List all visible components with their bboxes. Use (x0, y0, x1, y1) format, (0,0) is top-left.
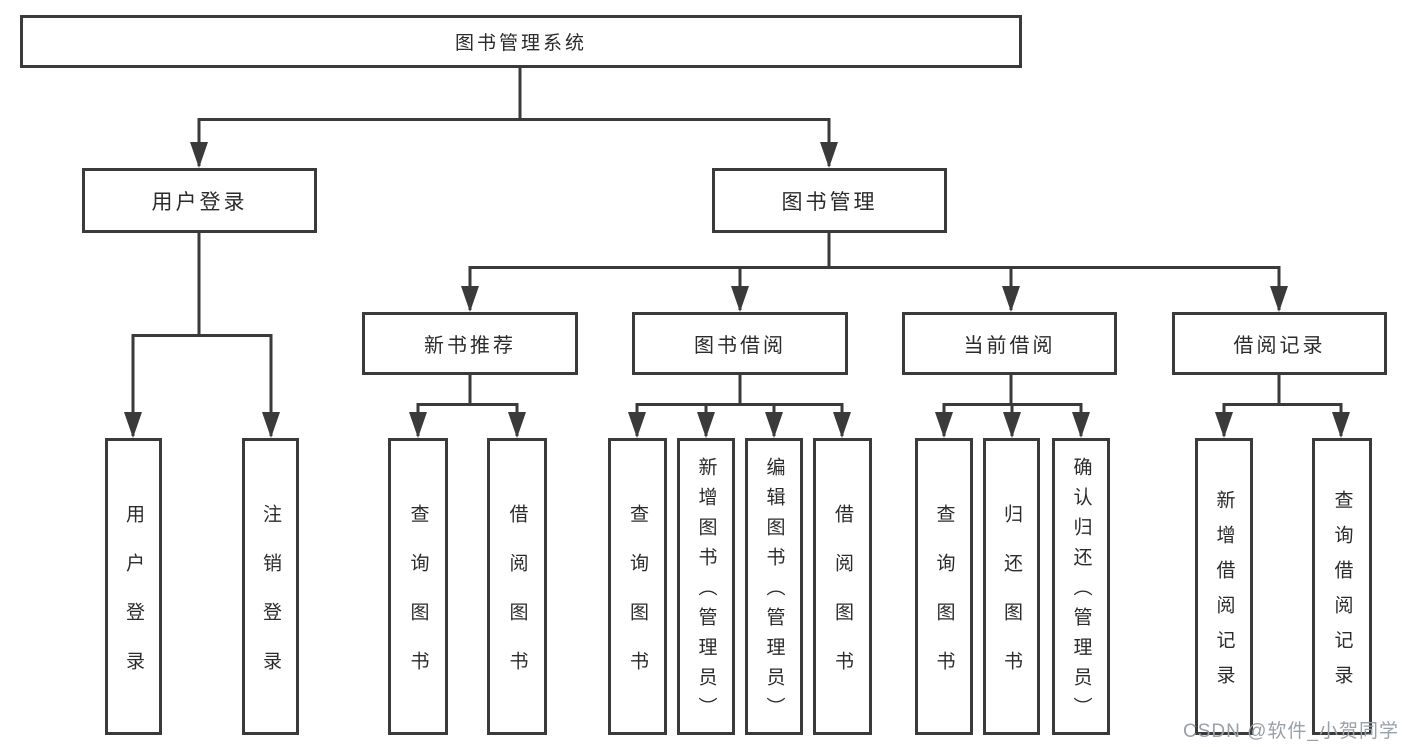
leaf-borrow-query-books: 查询图书 (608, 438, 667, 735)
leaf-current-confirm-return-admin-label: 确认归还（管理员） (1070, 457, 1092, 727)
node-borrow-records: 借阅记录 (1172, 312, 1387, 375)
leaf-current-confirm-return-admin: 确认归还（管理员） (1052, 438, 1110, 735)
leaf-recommend-borrow-books-label: 借阅图书 (506, 503, 528, 700)
node-new-book-recommend: 新书推荐 (362, 312, 578, 375)
node-new-book-recommend-label: 新书推荐 (424, 335, 516, 357)
node-book-management-label: 图书管理 (781, 190, 878, 214)
leaf-user-login-label: 用户登录 (123, 503, 144, 700)
leaf-logout-label: 注销登录 (260, 503, 281, 700)
watermark: CSDN @软件_小贺同学 (1183, 721, 1399, 742)
node-current-borrow: 当前借阅 (902, 312, 1117, 375)
node-book-borrow-label: 图书借阅 (694, 335, 786, 357)
leaf-borrow-edit-books-admin-label: 编辑图书（管理员） (763, 457, 785, 727)
leaf-records-query-record-label: 查询借阅记录 (1331, 489, 1353, 700)
node-book-management: 图书管理 (712, 168, 947, 233)
leaf-recommend-query-books: 查询图书 (388, 438, 448, 735)
leaf-logout: 注销登录 (242, 438, 299, 735)
leaf-current-query-books: 查询图书 (915, 438, 973, 735)
leaf-borrow-edit-books-admin: 编辑图书（管理员） (745, 438, 803, 735)
node-user-login: 用户登录 (82, 168, 317, 233)
leaf-recommend-query-books-label: 查询图书 (407, 503, 429, 700)
node-current-borrow-label: 当前借阅 (963, 335, 1056, 357)
node-root-label: 图书管理系统 (454, 33, 587, 54)
leaf-records-add-record-label: 新增借阅记录 (1213, 489, 1235, 700)
leaf-current-query-books-label: 查询图书 (933, 503, 955, 700)
leaf-current-return-books: 归还图书 (983, 438, 1040, 735)
leaf-recommend-borrow-books: 借阅图书 (487, 438, 547, 735)
leaf-borrow-borrow-books: 借阅图书 (813, 438, 872, 735)
leaf-borrow-borrow-books-label: 借阅图书 (832, 503, 853, 700)
leaf-current-return-books-label: 归还图书 (1001, 503, 1022, 700)
leaf-user-login: 用户登录 (105, 438, 162, 735)
leaf-borrow-query-books-label: 查询图书 (627, 503, 648, 700)
node-book-borrow: 图书借阅 (632, 312, 848, 375)
leaf-records-add-record: 新增借阅记录 (1195, 438, 1253, 735)
node-root: 图书管理系统 (20, 15, 1022, 68)
node-user-login-label: 用户登录 (151, 190, 248, 214)
leaf-borrow-add-books-admin-label: 新增图书（管理员） (695, 457, 717, 727)
leaf-records-query-record: 查询借阅记录 (1312, 438, 1372, 735)
node-borrow-records-label: 借阅记录 (1233, 335, 1326, 357)
leaf-borrow-add-books-admin: 新增图书（管理员） (677, 438, 735, 735)
